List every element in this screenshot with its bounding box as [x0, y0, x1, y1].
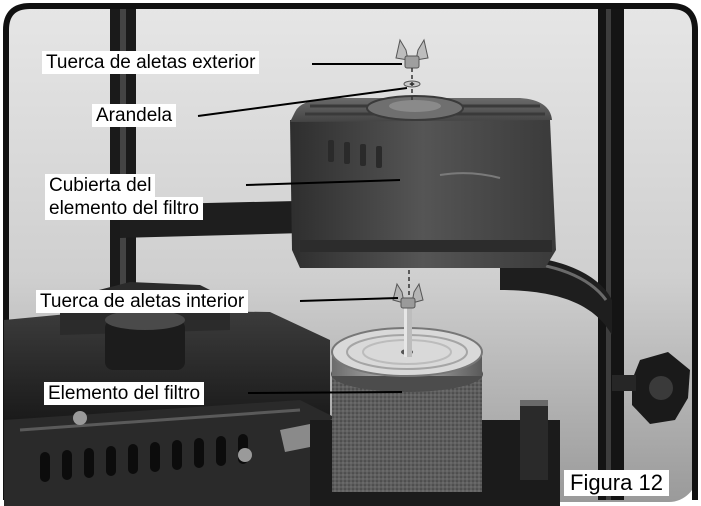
filter-cover	[290, 95, 556, 268]
figure-caption: Figura 12	[564, 470, 669, 496]
cover-label-line1: Cubierta del	[45, 174, 156, 197]
cover-label-line2: elemento del filtro	[45, 197, 203, 220]
threaded-stud	[404, 305, 412, 357]
outer-wing-nut-label: Tuerca de aletas exterior	[42, 51, 260, 74]
photo-border	[3, 3, 698, 500]
leader-lines	[197, 63, 408, 394]
star-knob	[612, 352, 690, 424]
engine-housing	[4, 282, 380, 506]
washer-label: Arandela	[92, 104, 177, 127]
inner-wing-nut-label: Tuerca de aletas interior	[36, 290, 249, 313]
filter-element-label: Elemento del filtro	[44, 382, 205, 405]
outer-wing-nut	[395, 38, 429, 69]
